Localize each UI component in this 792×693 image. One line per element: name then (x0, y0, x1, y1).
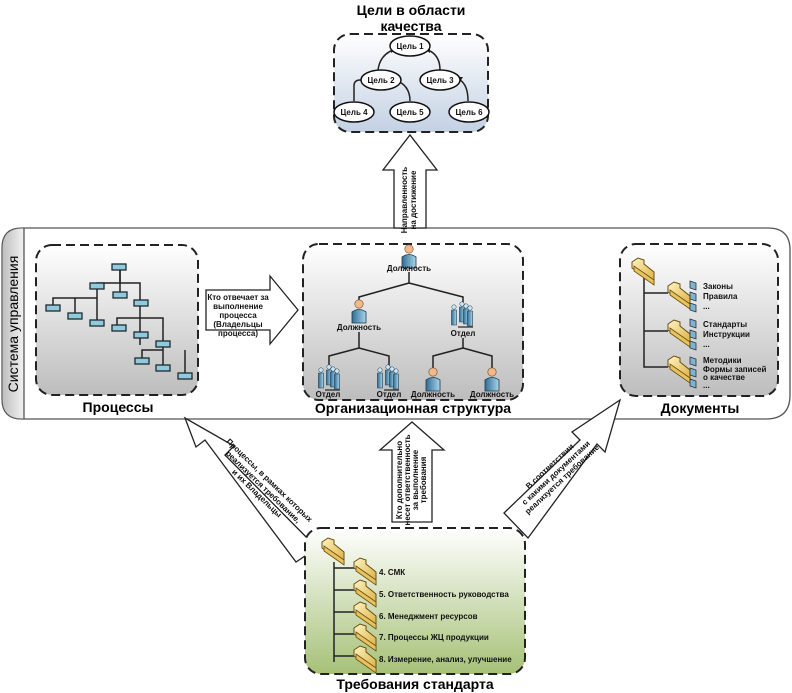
goal-6: Цель 6 (448, 101, 490, 123)
quality-goals-section: Цели в области качества Цель 1 Цель 2 (333, 2, 490, 133)
requirement-item: 8. Измерение, анализ, улучшение (379, 655, 512, 664)
org-bottom-item-3: Должность (411, 390, 455, 399)
doc-item: ... (703, 340, 710, 349)
process-node (134, 357, 150, 365)
arrow-to-org-structure: Кто дополнительно несет ответственность … (378, 421, 446, 526)
standard-requirements-title: Требования стандарта (336, 676, 493, 692)
document-icons (689, 280, 697, 389)
org-bottom-item-2: Отдел (377, 390, 402, 399)
process-nodes (45, 263, 193, 380)
process-node (112, 291, 128, 299)
requirement-item: 5. Ответственность руководства (379, 590, 509, 599)
process-node (133, 331, 149, 339)
process-node (89, 319, 105, 327)
documents-section: Законы Правила ... Стандарты Инструкции … (619, 243, 779, 416)
documents-title: Документы (661, 400, 740, 416)
org-bottom-item-4: Должность (470, 390, 514, 399)
arrow-to-goals-line2: на достижение (409, 170, 418, 229)
arrow-to-documents: В соответствии с какими документами реал… (503, 398, 622, 540)
requirement-item: 6. Менеджмент ресурсов (379, 612, 478, 621)
goal-3-label: Цель 3 (426, 76, 454, 85)
arrow-to-org-line4: требования (419, 456, 428, 503)
process-node (155, 364, 171, 372)
org-left-position: Должность (337, 323, 381, 332)
requirement-item: 4. СМК (379, 568, 405, 577)
arrow-to-org-line1: Кто дополнительно (395, 441, 404, 519)
documents-tree-lines (643, 278, 668, 368)
process-node (133, 299, 149, 307)
management-system-label: Система управления (5, 256, 21, 393)
goal-3: Цель 3 (419, 69, 461, 91)
documents-box (619, 243, 779, 397)
processes-section: Процессы (35, 244, 199, 415)
goal-1-label: Цель 1 (396, 42, 424, 51)
doc-item: ... (703, 302, 710, 311)
process-node (89, 282, 105, 290)
arrow-process-owner: Кто отвечает за выполнение процесса (Вла… (205, 274, 299, 346)
process-node (111, 263, 127, 271)
standard-requirements-section: 4. СМК 5. Ответственность руководства 6.… (304, 527, 526, 692)
goal-6-label: Цель 6 (455, 108, 483, 117)
arrow-to-goals-line1: Направленность (400, 167, 409, 233)
doc-item: Инструкции (703, 330, 750, 339)
process-node (177, 372, 193, 380)
process-node (45, 304, 61, 312)
process-node (111, 324, 127, 332)
processes-title: Процессы (83, 399, 154, 415)
org-right-department: Отдел (451, 329, 476, 338)
arrow-process-owner-line5: процесса) (218, 329, 258, 338)
goal-5-label: Цель 5 (396, 108, 424, 117)
org-top-position: Должность (387, 264, 431, 273)
requirement-item: 7. Процессы ЖЦ продукции (379, 633, 489, 642)
goal-5: Цель 5 (389, 101, 431, 123)
arrow-to-org-line2: несет ответственность (403, 434, 412, 525)
goal-2-label: Цель 2 (367, 76, 395, 85)
doc-item: о качестве (703, 373, 746, 382)
arrow-process-owner-line1: Кто отвечает за (207, 293, 269, 302)
process-node (155, 340, 171, 348)
process-node (67, 312, 83, 320)
arrow-to-org-line3: за выполнение (411, 449, 420, 510)
org-bottom-item-1: Отдел (316, 390, 341, 399)
doc-item: Стандарты (703, 320, 747, 329)
goal-2: Цель 2 (360, 69, 402, 91)
goals-title-line1: Цели в области (357, 2, 466, 18)
goal-4-label: Цель 4 (340, 108, 368, 117)
goal-1: Цель 1 (389, 35, 431, 57)
arrow-to-processes: Процессы, в рамках которых реализуется т… (183, 416, 319, 563)
org-structure-box (302, 243, 524, 401)
requirements-tree-lines (333, 562, 356, 662)
arrow-to-goals: Направленность на достижение (381, 133, 439, 233)
doc-item: Правила (703, 292, 738, 301)
arrow-process-owner-line4: (Владельцы (213, 320, 262, 329)
arrow-process-owner-line3: процесса (219, 311, 257, 320)
doc-item: Законы (703, 282, 733, 291)
goals-title-line2: качества (380, 18, 441, 34)
doc-item: ... (703, 381, 710, 390)
process-tree-lines (52, 270, 186, 373)
doc-item: Формы записей (703, 365, 766, 374)
goal-4: Цель 4 (333, 101, 375, 123)
org-structure-section: Должность Должность Отдел Отдел Отдел До… (302, 243, 524, 416)
doc-item: Методики (703, 356, 742, 365)
arrow-process-owner-line2: выполнение (213, 302, 263, 311)
org-structure-title: Организационная структура (315, 400, 511, 416)
